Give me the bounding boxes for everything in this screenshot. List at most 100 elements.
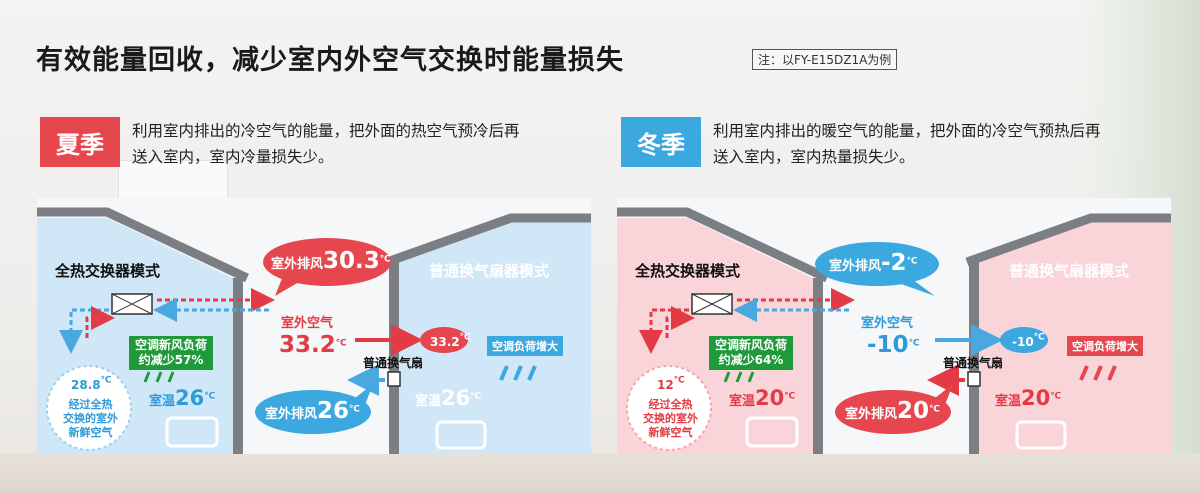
- winter-fan-tag-bubble: [1000, 327, 1048, 353]
- winter-fan-tag-unit: ℃: [1033, 332, 1045, 343]
- winter-fresh-value: 12: [657, 378, 674, 392]
- winter-load-increase: 空调负荷增大: [1067, 336, 1143, 356]
- summer-fresh-unit: ℃: [100, 375, 112, 386]
- winter-fresh-unit: ℃: [673, 375, 685, 386]
- winter-exhaust2-bubble: [835, 390, 951, 434]
- winter-fan-unit: [967, 371, 981, 387]
- summer-exhaust2-unit: ℃: [349, 404, 360, 415]
- summer-fresh-desc-2: 交换的室外: [63, 412, 118, 425]
- winter-fresh-air-circle: [626, 365, 712, 451]
- winter-right-roof: [965, 213, 1171, 267]
- summer-load-reduction-box: 空调新风负荷 约减少57%: [129, 336, 214, 370]
- background-wall-unit: [118, 160, 228, 200]
- winter-left-roof: [617, 207, 829, 283]
- summer-exhaust2-value: 26: [317, 398, 350, 424]
- winter-exhaust2-bubble-text: 室外排风20℃: [845, 398, 940, 424]
- winter-diagram-graphic: [617, 198, 1171, 454]
- winter-exhaust-bubble: [815, 242, 939, 286]
- summer-tag: 夏季: [40, 117, 120, 167]
- summer-room-right-label: 室温: [415, 394, 442, 409]
- winter-right-wall: [969, 260, 979, 454]
- winter-fan-tag-text: -10℃: [1012, 331, 1045, 350]
- summer-exhaust-unit: ℃: [379, 254, 391, 265]
- summer-green-arrows: [143, 371, 175, 383]
- summer-green-line1: 空调新风负荷: [135, 338, 208, 352]
- winter-room-right-value: 20: [1021, 386, 1051, 410]
- winter-outdoor-unit: ℃: [908, 338, 920, 349]
- summer-right-mode-title: 普通换气扇器模式: [429, 262, 550, 280]
- summer-left-roof: [37, 207, 249, 283]
- summer-desc-line2: 送入室内，室内冷量损失少。: [132, 148, 334, 166]
- summer-sofa-right: [435, 420, 487, 450]
- winter-green-line2: 约减少64%: [718, 353, 784, 367]
- summer-green-line2: 约减少57%: [138, 353, 204, 367]
- summer-fresh-air-circle: [46, 365, 132, 451]
- winter-fresh-desc-2: 交换的室外: [643, 412, 698, 425]
- winter-green-line1: 空调新风负荷: [715, 338, 788, 352]
- summer-room-left-label: 室温: [149, 394, 176, 409]
- summer-right-roof: [385, 213, 591, 267]
- summer-fan-tag-value: 33.2: [430, 335, 460, 349]
- winter-fresh-temp: 12℃: [657, 374, 685, 393]
- winter-fan-label: 普通换气扇: [943, 356, 1004, 370]
- winter-outdoor-value: -10: [867, 332, 909, 358]
- winter-tag: 冬季: [621, 117, 701, 167]
- summer-sofa-left: [165, 416, 219, 448]
- winter-fan-tag-value: -10: [1012, 335, 1034, 349]
- summer-fresh-desc-3: 新鲜空气: [68, 426, 113, 439]
- winter-room-right: 室温20℃: [995, 386, 1061, 410]
- winter-exhaust2-label: 室外排风: [845, 407, 898, 422]
- summer-right-wall: [389, 260, 399, 454]
- summer-fan-label: 普通换气扇: [363, 356, 424, 370]
- winter-desc-line1: 利用室内排出的暖空气的能量，把外面的冷空气预热后再: [713, 122, 1101, 140]
- winter-exhaust2-value: 20: [897, 398, 930, 424]
- summer-fresh-value: 28.8: [71, 378, 101, 392]
- summer-fan-tag-bubble: [420, 327, 468, 353]
- winter-left-wall: [813, 278, 823, 454]
- winter-load-arrows: [1079, 365, 1117, 381]
- winter-left-mode-title: 全热交换器模式: [635, 262, 741, 280]
- summer-exhaust2-bubble: [255, 390, 371, 434]
- summer-description: 利用室内排出的冷空气的能量，把外面的热空气预冷后再 送入室内，室内冷量损失少。: [132, 118, 592, 170]
- summer-return-arrow: [85, 306, 115, 338]
- summer-outdoor-value: 33.2: [279, 332, 336, 358]
- winter-green-arrows: [723, 371, 755, 383]
- summer-fresh-desc: 经过全热 交换的室外 新鲜空气: [63, 398, 118, 440]
- summer-room-left: 室温26℃: [149, 386, 215, 410]
- summer-fan-tag-text: 33.2℃: [430, 331, 471, 350]
- winter-room-left-value: 20: [755, 386, 785, 410]
- model-note: 注：以FY-E15DZ1A为例: [752, 49, 898, 70]
- summer-left-wall: [233, 278, 243, 454]
- winter-load-reduction-box: 空调新风负荷 约减少64%: [709, 336, 794, 370]
- winter-return-arrow: [665, 306, 695, 338]
- winter-description: 利用室内排出的暖空气的能量，把外面的冷空气预热后再 送入室内，室内热量损失少。: [713, 118, 1173, 170]
- winter-room-left: 室温20℃: [729, 386, 795, 410]
- winter-room-right-unit: ℃: [1050, 391, 1062, 402]
- winter-exhaust-label: 室外排风: [829, 259, 882, 274]
- winter-sofa-left: [745, 416, 799, 448]
- winter-desc-line2: 送入室内，室内热量损失少。: [713, 148, 915, 166]
- summer-room-right: 室温26℃: [415, 386, 481, 410]
- summer-room-left-value: 26: [175, 386, 205, 410]
- summer-fresh-temp: 28.8℃: [71, 374, 112, 393]
- summer-desc-line1: 利用室内排出的冷空气的能量，把外面的热空气预冷后再: [132, 122, 520, 140]
- summer-load-arrows: [499, 365, 537, 381]
- summer-load-increase: 空调负荷增大: [487, 336, 563, 356]
- summer-exhaust2-bubble-text: 室外排风26℃: [265, 398, 360, 424]
- summer-exhaust-label: 室外排风: [271, 257, 324, 272]
- page-title: 有效能量回收，减少室内外空气交换时能量损失: [36, 45, 624, 76]
- winter-right-mode-title: 普通换气扇器模式: [1009, 262, 1130, 280]
- winter-room-left-label: 室温: [729, 394, 756, 409]
- summer-outdoor-unit: ℃: [335, 338, 347, 349]
- summer-room-left-unit: ℃: [204, 391, 216, 402]
- winter-fresh-desc-1: 经过全热: [648, 398, 693, 411]
- winter-room-right-label: 室温: [995, 394, 1022, 409]
- summer-exhaust2-label: 室外排风: [265, 407, 318, 422]
- winter-outdoor-temp: -10℃: [867, 332, 919, 358]
- summer-exhaust-bubble: [263, 238, 391, 286]
- winter-exhaust2-unit: ℃: [929, 404, 940, 415]
- summer-diagram: 全热交换器模式 普通换气扇器模式 室外排风30.3℃ 室外空气 33.2℃ 33…: [37, 198, 591, 454]
- summer-room-right-value: 26: [441, 386, 471, 410]
- winter-exhaust-value: -2: [881, 250, 907, 276]
- winter-outdoor-label: 室外空气: [861, 316, 914, 331]
